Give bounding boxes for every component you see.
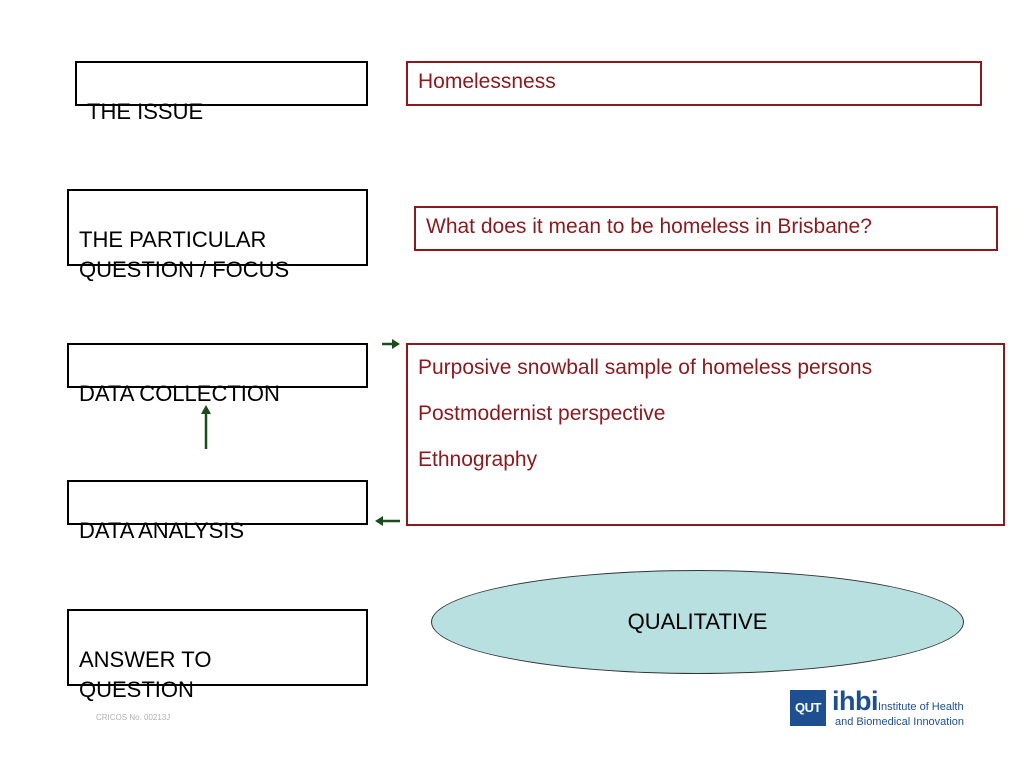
arrow-left-icon xyxy=(375,516,400,526)
step-answer-label: ANSWER TO QUESTION xyxy=(79,647,212,702)
ihbi-wordmark: ihbi xyxy=(832,686,879,716)
step-answer: ANSWER TO QUESTION xyxy=(67,609,368,702)
approach-ellipse: QUALITATIVE xyxy=(431,570,964,674)
detail-question: What does it mean to be homeless in Bris… xyxy=(414,206,998,251)
cricos-number: CRICOS No. 00213J xyxy=(96,713,171,722)
detail-issue-text: Homelessness xyxy=(418,70,556,93)
institute-name-line1: Institute of Health xyxy=(878,701,964,713)
approach-label: QUALITATIVE xyxy=(627,609,768,634)
step-data-analysis-label: DATA ANALYSIS xyxy=(79,518,245,543)
step-question-focus-label: THE PARTICULAR QUESTION / FOCUS xyxy=(79,227,290,282)
step-data-collection-label: DATA COLLECTION xyxy=(79,381,280,406)
step-data-analysis: DATA ANALYSIS xyxy=(67,480,368,543)
step-data-collection: DATA COLLECTION xyxy=(67,343,368,406)
detail-question-text: What does it mean to be homeless in Bris… xyxy=(426,215,872,238)
arrow-right-icon xyxy=(382,339,400,349)
step-issue: THE ISSUE xyxy=(75,61,368,124)
detail-issue: Homelessness xyxy=(406,61,982,106)
qut-logo-mark: QUT xyxy=(790,690,826,726)
ihbi-logo: QUT ihbi Institute of Health and Biomedi… xyxy=(790,686,990,730)
step-issue-label: THE ISSUE xyxy=(87,99,204,124)
detail-methods: Purposive snowball sample of homeless pe… xyxy=(406,343,1005,526)
arrow-up-icon xyxy=(201,405,211,449)
institute-name-line2: and Biomedical Innovation xyxy=(835,716,965,728)
method-item-perspective: Postmodernist perspective xyxy=(418,402,666,425)
method-item-ethnography: Ethnography xyxy=(418,448,538,471)
method-item-sampling: Purposive snowball sample of homeless pe… xyxy=(418,356,873,379)
step-question-focus: THE PARTICULAR QUESTION / FOCUS xyxy=(67,189,368,282)
